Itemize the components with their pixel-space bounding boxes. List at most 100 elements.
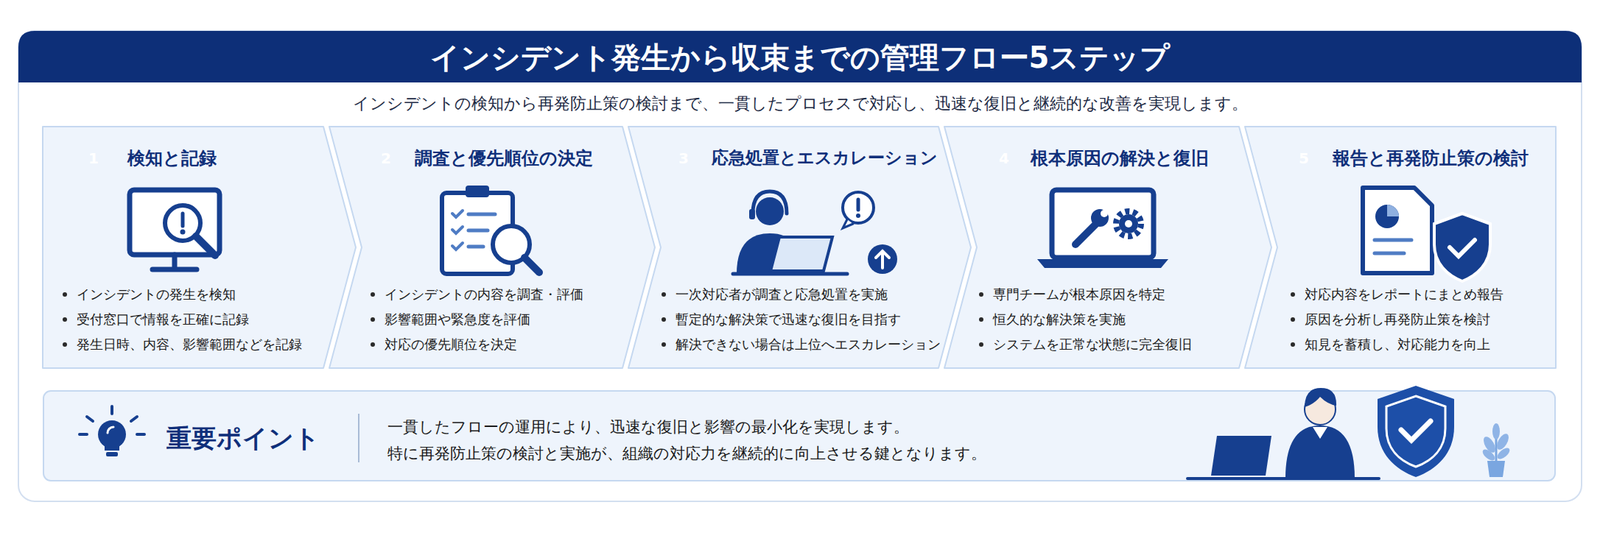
step-heading: 応急処置とエスカレーション xyxy=(711,147,938,169)
chevron-outline xyxy=(628,126,971,369)
step-bullet-slot: 知見を蓄積し、対応能力を向上 xyxy=(1304,336,1491,354)
step-bullet-slot: 恒久的な解決策を実施 xyxy=(993,311,1126,329)
step-number: 2 xyxy=(380,151,392,166)
chevron-outline xyxy=(42,126,356,369)
step-heading: 検知と記録 xyxy=(127,147,217,170)
step-bullet: 専門チームが根本原因を特定 xyxy=(993,286,1166,304)
step-bullet-slot: 受付窓口で情報を正確に記録 xyxy=(76,311,249,329)
subtitle: インシデントの検知から再発防止策の検討まで、一貫したプロセスで対応し、迅速な復旧… xyxy=(18,93,1582,115)
step-bullet: システムを正常な状態に完全復旧 xyxy=(993,336,1192,354)
step-number-circle: 3 xyxy=(670,145,697,172)
bullet-dot xyxy=(62,342,68,347)
laptop-tools-icon xyxy=(1037,190,1169,269)
step-bullet: 原因を分析し再発防止策を検討 xyxy=(1304,311,1491,329)
chevron-outline xyxy=(944,126,1272,369)
step-heading-slot: 根本原因の解決と復旧 xyxy=(1030,147,1209,170)
key-point-text-slot: 一貫したフローの運用により、迅速な復旧と影響の最小化を実現します。 xyxy=(387,417,910,437)
key-point-text: 一貫したフローの運用により、迅速な復旧と影響の最小化を実現します。 xyxy=(387,417,910,437)
step-bullet-slot: システムを正常な状態に完全復旧 xyxy=(993,336,1192,354)
outer-frame xyxy=(18,30,1582,502)
step-bullet: 暫定的な解決策で迅速な復旧を目指す xyxy=(675,311,901,329)
step-bullet-slot: 原因を分析し再発防止策を検討 xyxy=(1304,311,1491,329)
step-bullet-slot: インシデントの内容を調査・評価 xyxy=(384,286,584,304)
plant-illustration xyxy=(1480,423,1512,478)
step-number: 4 xyxy=(998,151,1010,166)
step-bullet: 受付窓口で情報を正確に記録 xyxy=(76,311,249,329)
bullet-dot xyxy=(979,317,984,322)
step-number: 5 xyxy=(1298,151,1310,166)
step-bullet: 知見を蓄積し、対応能力を向上 xyxy=(1304,336,1491,354)
step-panel: 5 報告と再発防止策の検討対応内容をレポートにまとめ報告原因を分析し再発防止策を検… xyxy=(1244,126,1556,369)
step-panel: 4 根本原因の解決と復旧専門チームが根本原因を特定恒久的な解決策を実施システムを正… xyxy=(944,126,1272,369)
key-point-text: 特に再発防止策の検討と実施が、組織の対応力を継続的に向上させる鍵となります。 xyxy=(387,444,987,464)
bullet-dot xyxy=(62,317,68,322)
bullet-dot xyxy=(1290,317,1296,322)
lightbulb-icon xyxy=(79,406,145,457)
step-bullet: 対応内容をレポートにまとめ報告 xyxy=(1304,286,1504,304)
step-panel: 3 応急処置とエスカレーション一次対応者が調査と応急処置を実施暫定的な解決策で迅速… xyxy=(628,126,971,369)
step-number-circle: 4 xyxy=(990,145,1018,172)
step-bullet-slot: 一次対応者が調査と応急処置を実施 xyxy=(675,286,888,304)
step-bullet: インシデントの内容を調査・評価 xyxy=(384,286,584,304)
step-bullet: 発生日時、内容、影響範囲などを記録 xyxy=(76,336,303,354)
bullet-dot xyxy=(661,317,666,322)
bullet-dot xyxy=(370,342,375,347)
step-number: 1 xyxy=(88,151,99,166)
step-bullet-slot: 解決できない場合は上位へエスカレーション xyxy=(675,336,941,353)
step-bullet-slot: 発生日時、内容、影響範囲などを記録 xyxy=(76,336,303,354)
step-number-slot: 5 xyxy=(1290,145,1318,172)
step-number: 3 xyxy=(678,151,689,166)
step-number-slot: 2 xyxy=(372,145,400,172)
step-bullet-slot: 専門チームが根本原因を特定 xyxy=(993,286,1166,304)
key-point-text-slot: 特に再発防止策の検討と実施が、組織の対応力を継続的に向上させる鍵となります。 xyxy=(387,444,987,464)
step-number-slot: 3 xyxy=(670,145,697,172)
key-point-heading: 重要ポイント xyxy=(166,422,320,455)
key-point-heading-slot: 重要ポイント xyxy=(166,422,320,455)
shield-illustration xyxy=(1377,386,1455,478)
chevron-outline xyxy=(1244,126,1556,369)
bullet-dot xyxy=(661,292,666,297)
step-number-circle: 5 xyxy=(1290,145,1318,172)
worker-illustration xyxy=(1187,388,1380,479)
step-bullet-slot: 影響範囲や緊急度を評価 xyxy=(384,311,531,329)
bullet-dot xyxy=(62,292,68,297)
step-bullet-slot: 暫定的な解決策で迅速な復旧を目指す xyxy=(675,311,901,329)
step-bullet: インシデントの発生を検知 xyxy=(76,286,236,304)
bullet-dot xyxy=(370,317,375,322)
step-bullet: 影響範囲や緊急度を評価 xyxy=(384,311,531,329)
bullet-dot xyxy=(661,342,666,347)
step-bullet-slot: 対応内容をレポートにまとめ報告 xyxy=(1304,286,1504,304)
key-point-box: 重要ポイント 一貫したフローの運用により、迅速な復旧と影響の最小化を実現します。特… xyxy=(42,390,1556,482)
step-heading-slot: 調査と優先順位の決定 xyxy=(414,147,594,170)
title-text: インシデント発生から収束までの管理フロー5ステップ xyxy=(18,39,1582,76)
bullet-dot xyxy=(1290,292,1296,297)
step-heading-slot: 検知と記録 xyxy=(127,147,217,170)
step-panel: 1 検知と記録インシデントの発生を検知受付窓口で情報を正確に記録発生日時、内容、影… xyxy=(42,126,356,369)
step-panel: 2 調査と優先順位の決定インシデントの内容を調査・評価影響範囲や緊急度を評価対応の… xyxy=(329,126,655,369)
step-heading: 報告と再発防止策の検討 xyxy=(1332,147,1529,170)
step-number-slot: 1 xyxy=(80,145,107,172)
step-bullet-slot: インシデントの発生を検知 xyxy=(76,286,236,304)
step-heading-slot: 応急処置とエスカレーション xyxy=(711,147,938,169)
step-bullet: 対応の優先順位を決定 xyxy=(384,336,518,354)
step-bullet: 一次対応者が調査と応急処置を実施 xyxy=(675,286,888,304)
step-number-slot: 4 xyxy=(990,145,1018,172)
step-bullet: 恒久的な解決策を実施 xyxy=(993,311,1126,329)
bullet-dot xyxy=(1290,342,1296,347)
title-text-slot: インシデント発生から収束までの管理フロー5ステップ xyxy=(18,39,1582,76)
chevron-outline xyxy=(329,126,655,369)
title-bar xyxy=(18,30,1582,83)
subtitle-slot: インシデントの検知から再発防止策の検討まで、一貫したプロセスで対応し、迅速な復旧… xyxy=(18,93,1582,115)
step-heading-slot: 報告と再発防止策の検討 xyxy=(1332,147,1529,170)
bullet-dot xyxy=(370,292,375,297)
divider-line xyxy=(358,413,360,463)
box-outline xyxy=(43,391,1556,482)
bullet-dot xyxy=(979,342,984,347)
step-number-circle: 2 xyxy=(372,145,400,172)
step-heading: 根本原因の解決と復旧 xyxy=(1030,147,1209,170)
step-bullet: 解決できない場合は上位へエスカレーション xyxy=(675,336,941,353)
bullet-dot xyxy=(979,292,984,297)
step-bullet-slot: 対応の優先順位を決定 xyxy=(384,336,518,354)
step-heading: 調査と優先順位の決定 xyxy=(414,147,594,170)
